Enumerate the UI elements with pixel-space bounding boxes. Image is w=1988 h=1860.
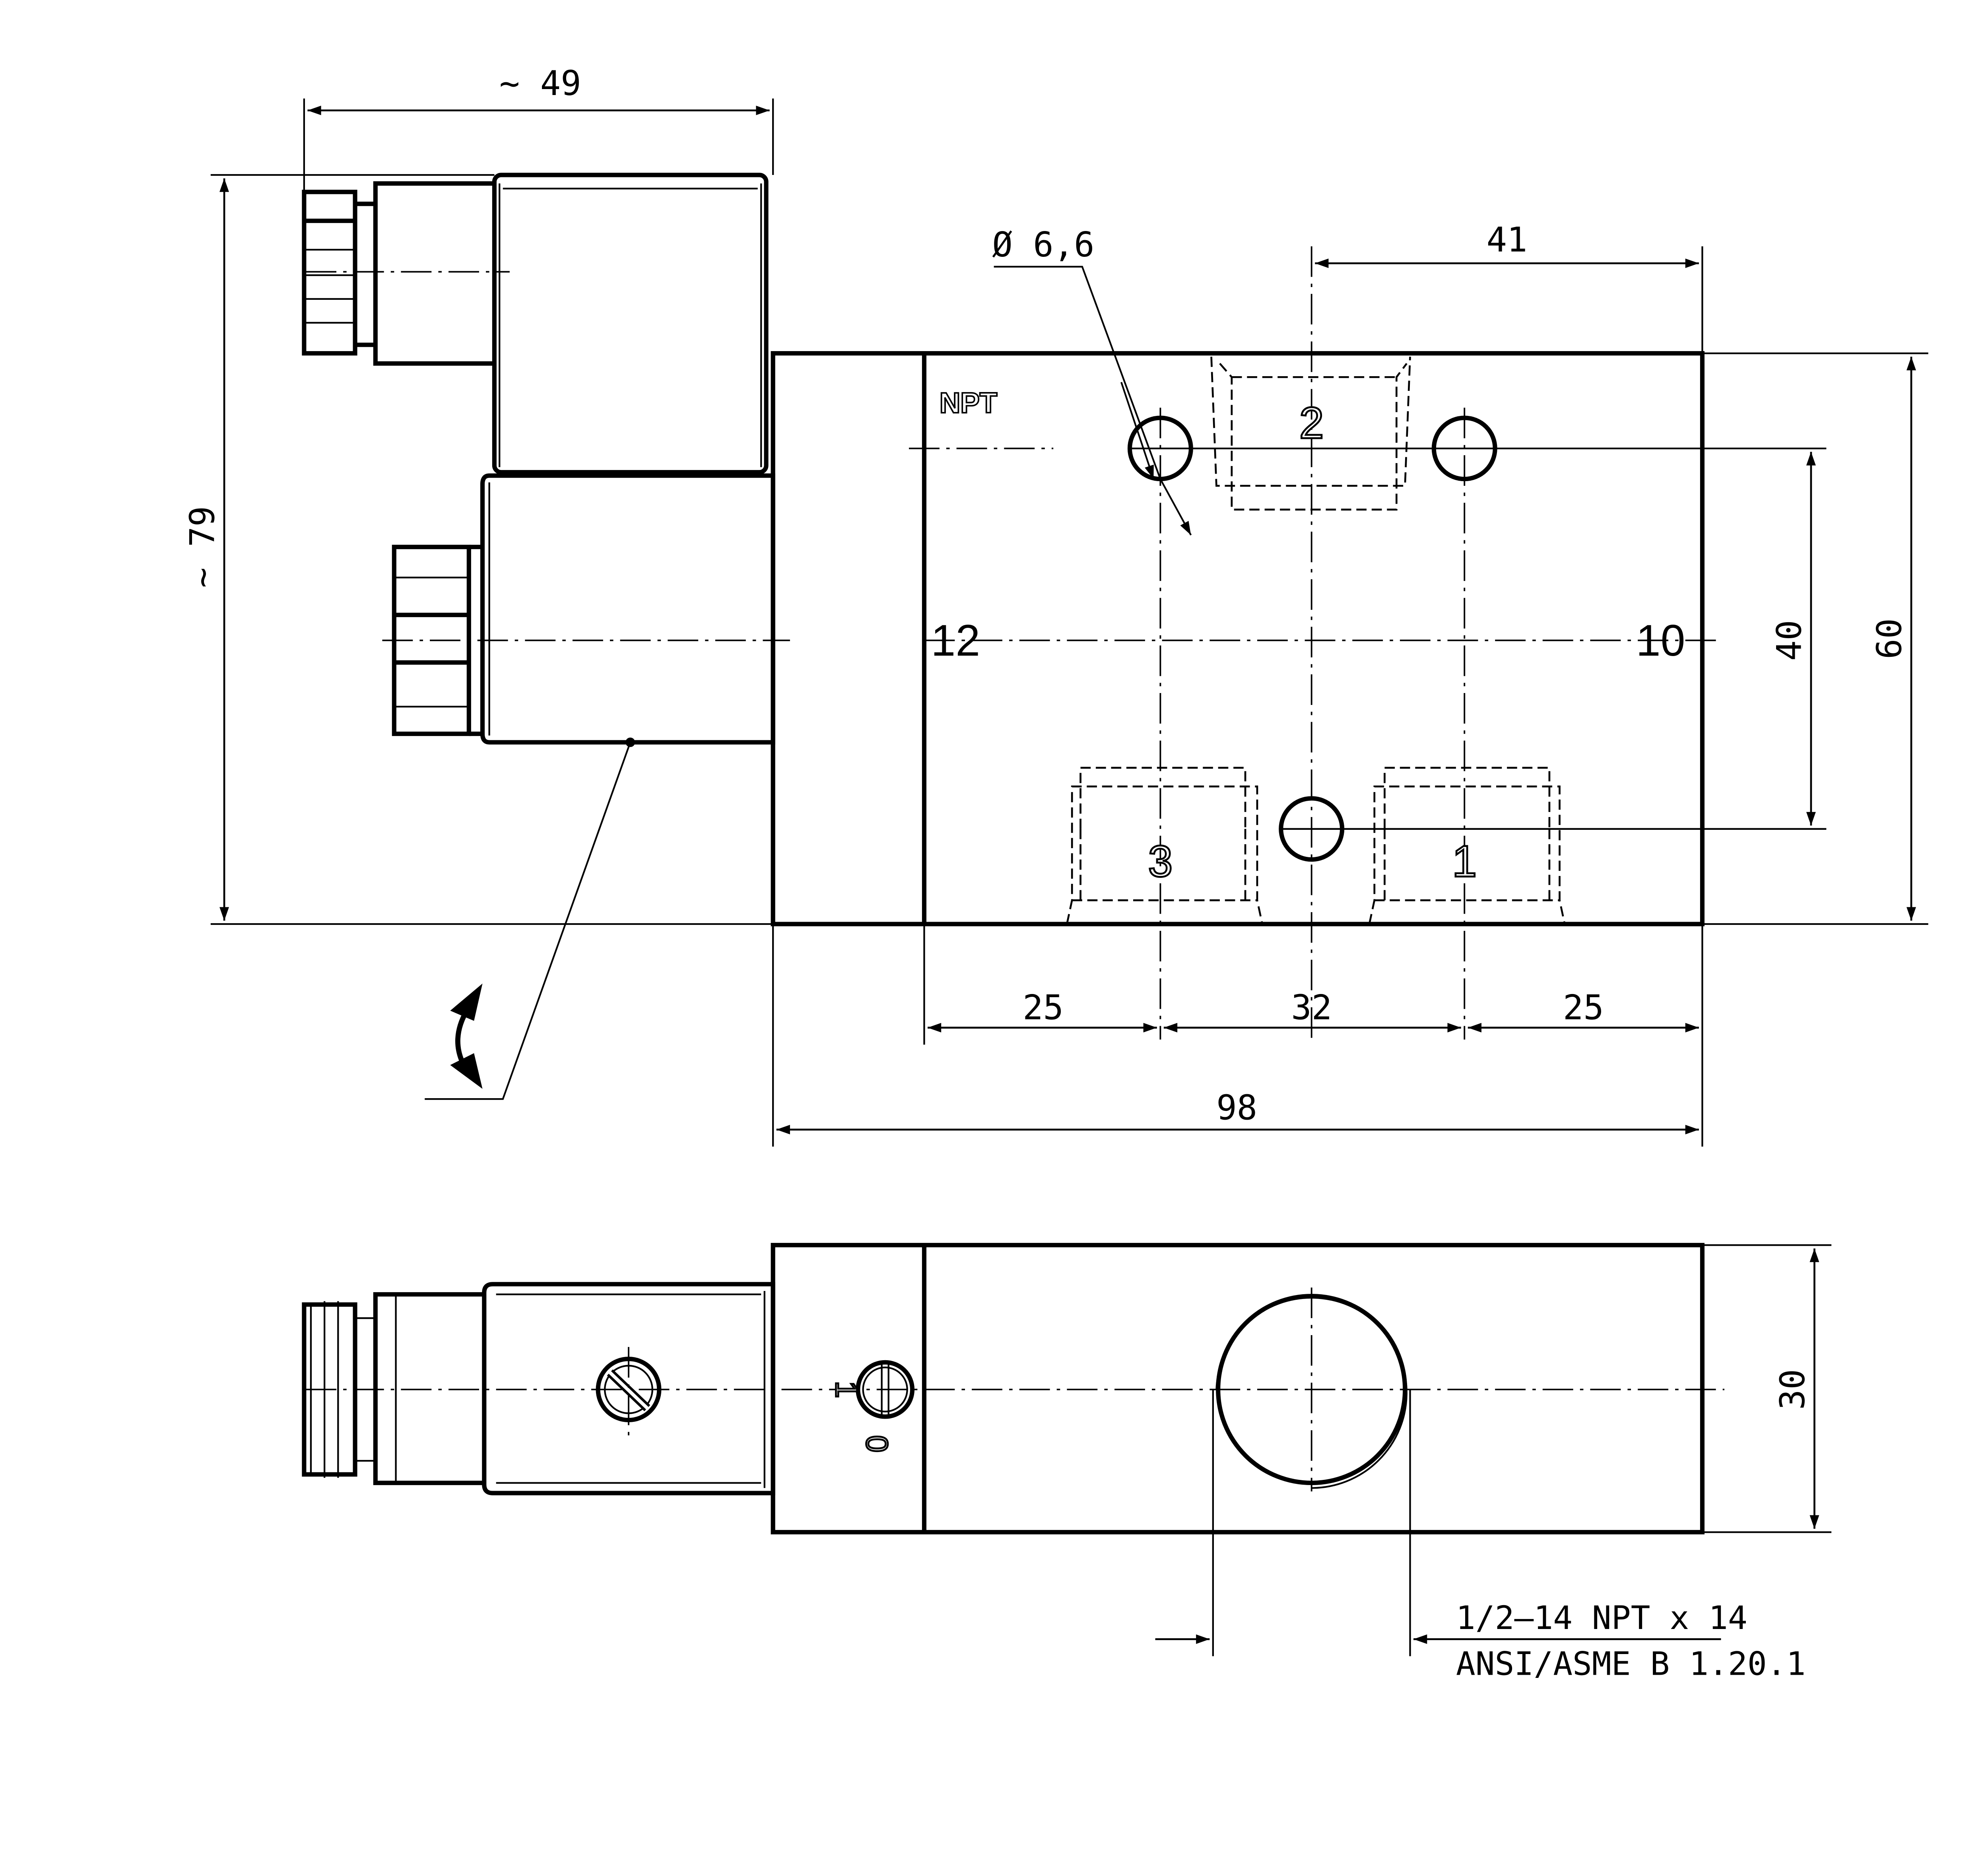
dim-port2-offset: 41 <box>1315 220 1703 353</box>
port-2: 2 <box>1210 357 1411 511</box>
rotation-arrow-icon <box>450 983 483 1089</box>
svg-text:~ 49: ~ 49 <box>499 64 581 103</box>
dim-overall-height: ~ 79 <box>183 174 773 925</box>
port-1: 1 <box>1368 767 1566 924</box>
valve-body <box>771 351 1720 926</box>
override-position-1: 1 <box>829 1381 863 1398</box>
svg-text:3: 3 <box>1148 836 1173 886</box>
thread-callout: 1/2–14 NPT x 14 ANSI/ASME B 1.20.1 <box>1155 1389 1806 1683</box>
manual-override-icon <box>856 1360 915 1419</box>
svg-text:41: 41 <box>1487 220 1528 260</box>
svg-text:ANSI/ASME B 1.20.1: ANSI/ASME B 1.20.1 <box>1456 1645 1806 1683</box>
svg-text:25: 25 <box>1563 988 1604 1027</box>
npt-label: NPT <box>940 387 997 419</box>
svg-text:Ø 6,6: Ø 6,6 <box>992 225 1094 265</box>
dim-port-spacing: 25 32 25 <box>772 924 1703 1147</box>
lower-coil <box>382 473 790 747</box>
port-3: 3 <box>1066 767 1264 924</box>
override-position-0: 0 <box>860 1435 894 1452</box>
svg-text:25: 25 <box>1023 988 1064 1027</box>
dim-coil-width: ~ 49 <box>303 64 774 190</box>
svg-text:2: 2 <box>1299 398 1324 448</box>
front-view: NPT 2 3 <box>183 64 1928 1147</box>
svg-text:98: 98 <box>1216 1088 1257 1128</box>
dim-hole-spacing: 40 <box>1770 452 1816 826</box>
svg-text:30: 30 <box>1773 1369 1813 1410</box>
dim-body-height: 60 <box>1702 352 1928 925</box>
svg-text:40: 40 <box>1770 620 1809 661</box>
pilot-port-12: 12 <box>931 615 980 665</box>
dim-body-length: 98 <box>776 1088 1699 1134</box>
port-thread-view <box>1215 1287 1408 1491</box>
svg-text:32: 32 <box>1291 988 1332 1027</box>
pilot-port-10: 10 <box>1636 615 1685 665</box>
coil-screw-icon <box>596 1347 662 1435</box>
svg-text:1: 1 <box>1452 836 1477 886</box>
dim-body-depth: 30 <box>1702 1244 1832 1533</box>
upper-coil <box>302 173 769 475</box>
mounting-holes <box>1127 246 1827 1040</box>
hole-diameter-callout: Ø 6,6 <box>992 225 1192 536</box>
svg-text:60: 60 <box>1870 618 1909 659</box>
bottom-view: 1 0 30 1/2–14 NPT x 14 ANSI/ASME B 1.20.… <box>302 1243 1832 1683</box>
svg-text:1/2–14 NPT x 14: 1/2–14 NPT x 14 <box>1456 1600 1747 1637</box>
svg-text:~ 79: ~ 79 <box>183 506 222 588</box>
